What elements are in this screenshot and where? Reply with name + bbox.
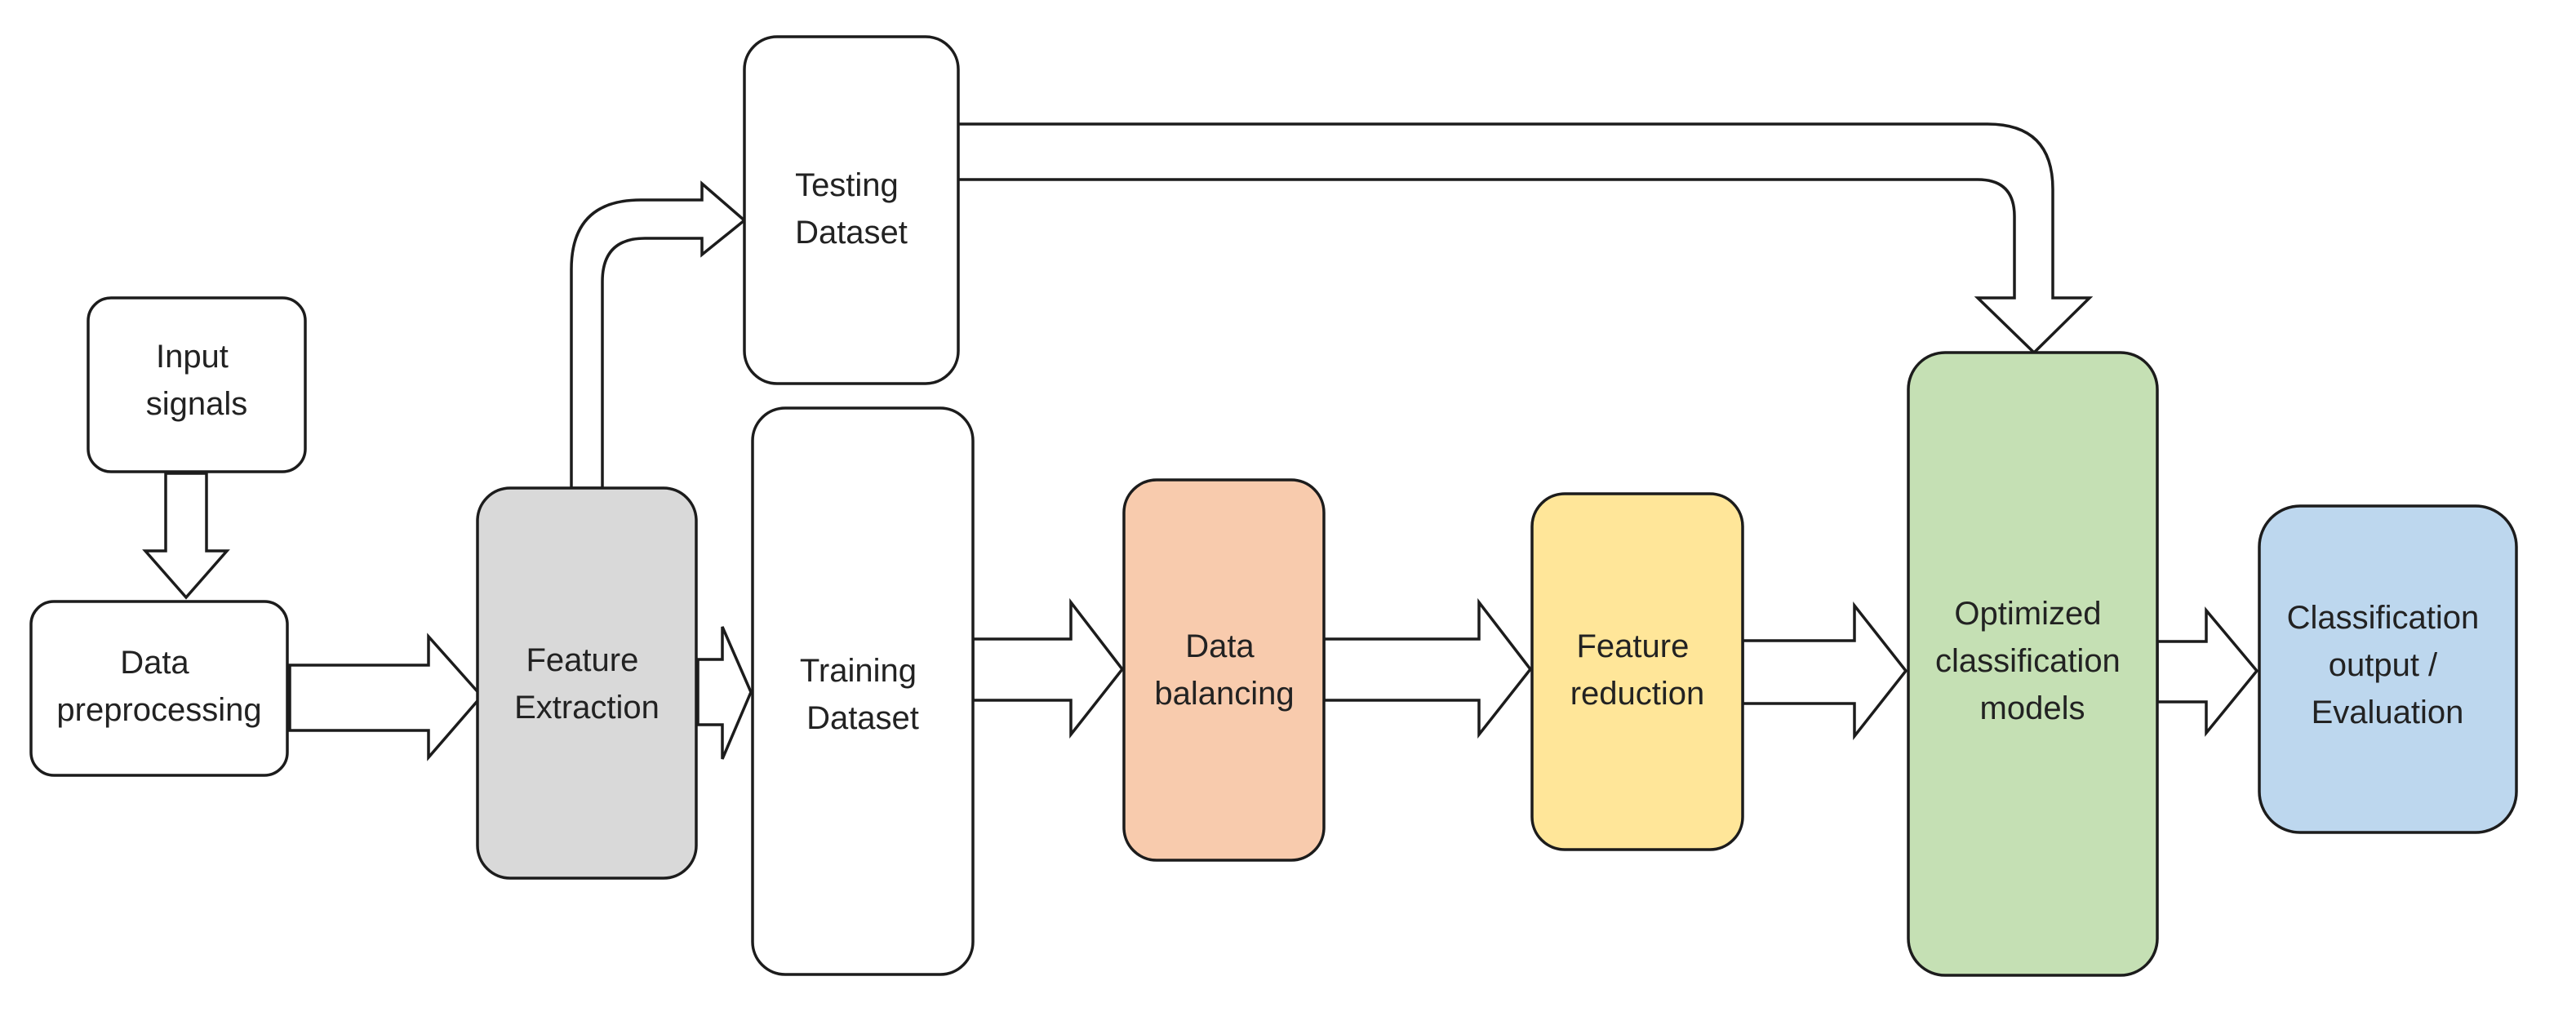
node-training-dataset-label: Training Dataset [800,653,926,736]
node-data-balancing-label: Data balancing [1154,628,1294,712]
arrow-extraction-to-testing [570,180,747,490]
node-data-balancing-box [1122,478,1326,862]
arrow-reduction-to-models [1741,601,1908,741]
node-input-signals-label: Input signals [146,339,248,422]
node-feature-extraction: Feature Extraction [476,486,698,880]
node-feature-reduction-label: Feature reduction [1570,628,1705,712]
arrow-balancing-to-reduction [1322,597,1533,739]
node-input-signals: Input signals [87,296,307,473]
node-optimized-models: Optimized classification models [1907,351,2159,977]
node-feature-extraction-label: Feature Extraction [514,642,660,726]
node-classification-output-label: Classification output / Evaluation [2287,600,2489,730]
node-optimized-models-box [1907,351,2159,977]
node-testing-dataset-label: Testing Dataset [795,167,908,251]
node-feature-reduction-box [1530,492,1744,851]
arrow-extraction-to-training [696,626,753,760]
arrow-models-to-output [2156,606,2259,737]
arrow-input-to-preprocessing [142,472,230,600]
node-classification-output: Classification output / Evaluation [2258,504,2518,834]
node-input-signals-box [87,296,307,473]
node-classification-output-box [2258,504,2518,834]
node-training-dataset: Training Dataset [751,406,975,976]
node-feature-extraction-box [476,486,698,880]
arrow-testing-to-models [955,122,2094,355]
node-optimized-models-label: Optimized classification models [1935,596,2130,726]
node-data-preprocessing: Data preprocessing [29,600,289,777]
node-data-balancing: Data balancing [1122,478,1326,862]
node-data-preprocessing-label: Data preprocessing [56,645,261,728]
arrow-training-to-balancing [971,597,1125,739]
node-testing-dataset-box [743,35,960,385]
node-testing-dataset: Testing Dataset [743,35,960,385]
node-data-preprocessing-box [29,600,289,777]
arrow-preprocessing-to-extraction [288,632,484,761]
node-training-dataset-box [751,406,975,976]
node-feature-reduction: Feature reduction [1530,492,1744,851]
